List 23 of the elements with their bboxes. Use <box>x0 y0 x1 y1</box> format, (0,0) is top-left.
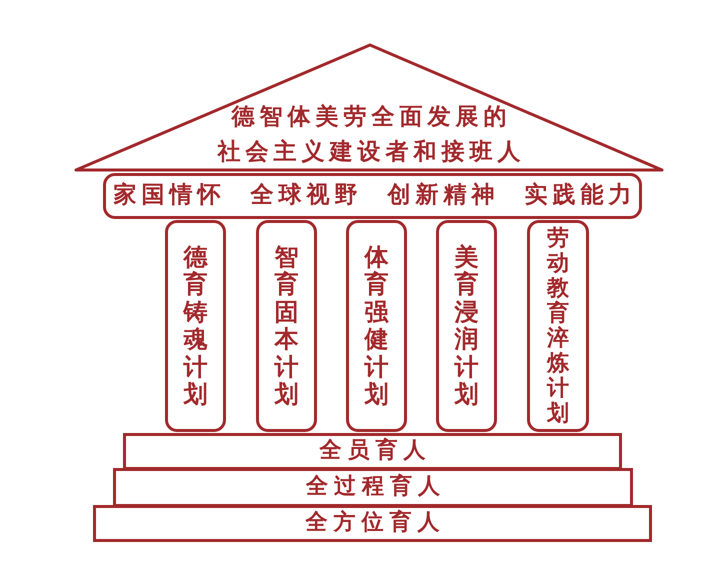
pillar-label: 德育铸魂计划 <box>184 244 208 408</box>
step-block <box>113 468 633 507</box>
value-label: 全球视野 <box>249 182 362 210</box>
pillar-label: 劳动教育淬炼计划 <box>547 226 569 426</box>
step-label: 全方位育人 <box>304 510 446 537</box>
pillar <box>527 220 589 432</box>
pillar <box>346 220 407 432</box>
pillar <box>256 220 317 432</box>
banner-band <box>103 173 642 219</box>
pillar-label: 智育固本计划 <box>274 244 298 408</box>
step-label: 全员育人 <box>318 438 432 465</box>
pillar <box>436 220 497 432</box>
roof-label: 德智体美劳全面发展的 <box>230 102 512 132</box>
value-label: 创新精神 <box>386 182 500 210</box>
step-label: 全过程育人 <box>304 474 446 501</box>
pillar-label: 体育强健计划 <box>364 244 388 408</box>
step-block <box>93 505 652 542</box>
pillar-label: 美育浸润计划 <box>454 244 478 408</box>
step-block <box>123 433 622 470</box>
pillar <box>165 220 226 432</box>
roof-label: 社会主义建设者和接班人 <box>216 138 526 167</box>
value-label: 家国情怀 <box>112 182 226 210</box>
value-label: 实践能力 <box>524 182 636 210</box>
